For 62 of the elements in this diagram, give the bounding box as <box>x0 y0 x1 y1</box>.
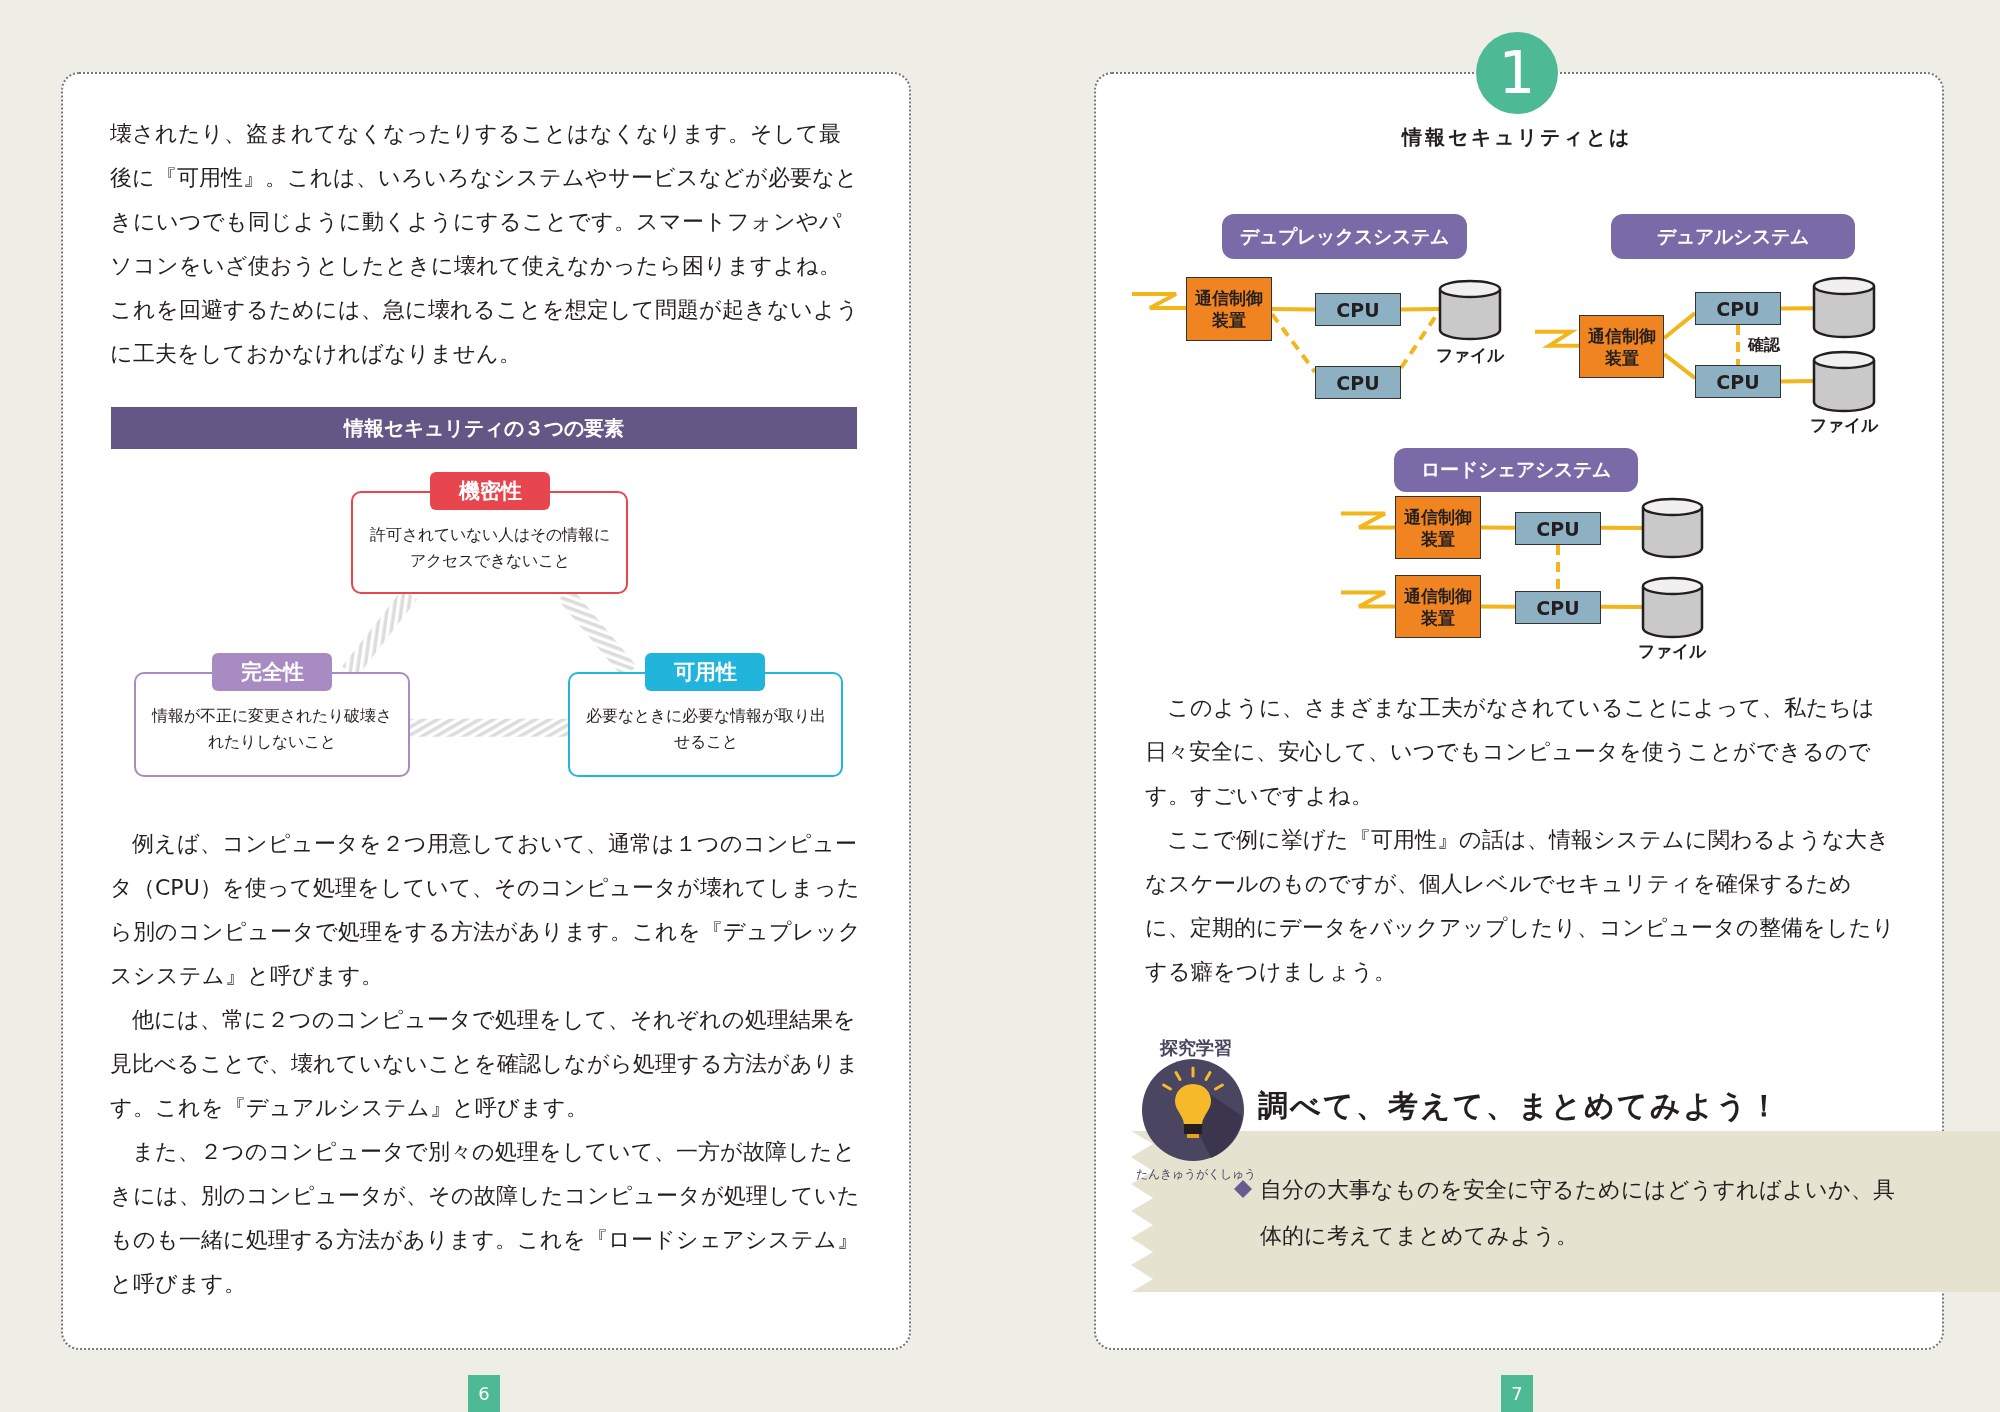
system-title-band: デュプレックスシステム <box>1222 214 1467 259</box>
connector-line <box>1271 307 1316 312</box>
signal-line <box>1535 329 1579 348</box>
page-header: 情報セキュリティとは <box>1402 124 1632 151</box>
description-text: 許可されていない人はその情報にアクセスできないこと <box>368 524 611 572</box>
signal-line <box>1341 511 1395 530</box>
signal-line <box>1132 292 1186 310</box>
control-unit-box: 通信制御装置 <box>1579 315 1664 378</box>
control-unit-box: 通信制御装置 <box>1395 496 1481 559</box>
connector-line <box>1556 545 1560 591</box>
page-number: 6 <box>468 1375 500 1412</box>
reading-text: たんきゅうがくしゅう <box>1136 1166 1257 1183</box>
cpu-box: CPU <box>1515 591 1601 624</box>
file-cylinder <box>1642 498 1703 557</box>
cpu-box: CPU <box>1315 366 1401 399</box>
connector-line <box>1601 604 1642 609</box>
section-heading-band: 情報セキュリティの３つの要素 <box>111 407 857 449</box>
description-text: 必要なときに必要な情報が取り出せること <box>584 705 827 753</box>
system-title-band: デュアルシステム <box>1611 214 1855 259</box>
connector-line <box>1662 352 1697 380</box>
control-unit-box: 通信制御装置 <box>1395 575 1481 638</box>
connector-line <box>1662 311 1697 340</box>
body-paragraph: このように、さまざまな工夫がなされていることによって、私たちは日々安全に、安心して、いつでもコンピュータを使うことができるのです。すごいですよね。 <box>1145 694 1876 810</box>
heading-tab: 機密性 <box>430 472 550 510</box>
connector-line <box>1270 312 1317 374</box>
cpu-box: CPU <box>1315 293 1401 326</box>
body-paragraph: 壊されたり、盗まれてなくなったりすることはなくなります。そして最後に『可用性』。これは、いろいろなシステムやサービスなどが必要なときにいつでも同じように動くようにすることです。スマートフォンやパソコンをいざ使おうとしたときに壊れて使えなかったら困りますよね。これを回避するためには、急に壊れることを想定して問題が起きないように工夫をしておかなければなりません。 <box>110 120 860 368</box>
connector-line <box>1601 525 1642 531</box>
connector-line <box>1399 310 1441 370</box>
connector-line <box>1480 604 1516 609</box>
cpu-box: CPU <box>1515 512 1601 545</box>
connector-line <box>1780 306 1814 311</box>
edge-label: 確認 <box>1746 335 1782 356</box>
page-number: 7 <box>1501 1375 1533 1412</box>
body-paragraph: 例えば、コンピュータを２つ用意しておいて、通常は１つのコンピュータ（CPU）を使って処理をしていて、そのコンピュータが壊れてしまったら別のコンピュータで処理をする方法があります。これを『デュプレックスシステム』と呼びます。 <box>110 830 862 990</box>
task-text: 自分の大事なものを安全に守るためにはどうすればよいか、具体的に考えてまとめてみよう。 <box>1260 1176 1896 1250</box>
body-paragraph: また、２つのコンピュータで別々の処理をしていて、一方が故障したときには、別のコンピュータが、その故障したコンピュータが処理していたものも一緒に処理する方法があります。これを『ロードシェアシステム』と呼びます。 <box>110 1138 861 1298</box>
connector-line <box>1400 306 1440 312</box>
file-cylinder <box>1813 351 1875 411</box>
file-label: ファイル <box>1638 640 1706 663</box>
connector-line <box>1480 525 1516 530</box>
hatched-connector <box>410 718 568 737</box>
system-title-band: ロードシェアシステム <box>1394 448 1638 492</box>
file-cylinder <box>1642 577 1703 637</box>
body-paragraph: ここで例に挙げた『可用性』の話は、情報システムに関わるような大きなスケールのものですが、個人レベルでセキュリティを確保するために、定期的にデータをバックアップしたり、コンピュータの整備をしたりする癖をつけましょう。 <box>1145 826 1895 986</box>
file-cylinder <box>1813 277 1875 337</box>
cpu-box: CPU <box>1695 365 1781 398</box>
file-label: ファイル <box>1436 344 1504 367</box>
activity-heading: 調べて、考えて、まとめてみよう！ <box>1258 1087 1781 1125</box>
heading-tab: 可用性 <box>645 653 765 691</box>
body-paragraph: 他には、常に２つのコンピュータで処理をして、それぞれの処理結果を見比べることで、壊れていないことを確認しながら処理する方法があります。これを『デュアルシステム』と呼びます。 <box>110 1006 860 1122</box>
cpu-box: CPU <box>1695 292 1781 325</box>
signal-line <box>1341 590 1395 609</box>
control-unit-box: 通信制御装置 <box>1186 277 1272 341</box>
description-text: 情報が不正に変更されたり破壊されたりしないこと <box>150 705 393 753</box>
heading-tab: 完全性 <box>212 653 332 691</box>
connector-line <box>1780 379 1814 384</box>
section-tag: 探究学習 <box>1160 1036 1240 1060</box>
file-label: ファイル <box>1810 414 1878 437</box>
file-cylinder <box>1439 280 1501 339</box>
connector-line <box>1736 325 1740 365</box>
chapter-number-badge: 1 <box>1476 32 1558 114</box>
